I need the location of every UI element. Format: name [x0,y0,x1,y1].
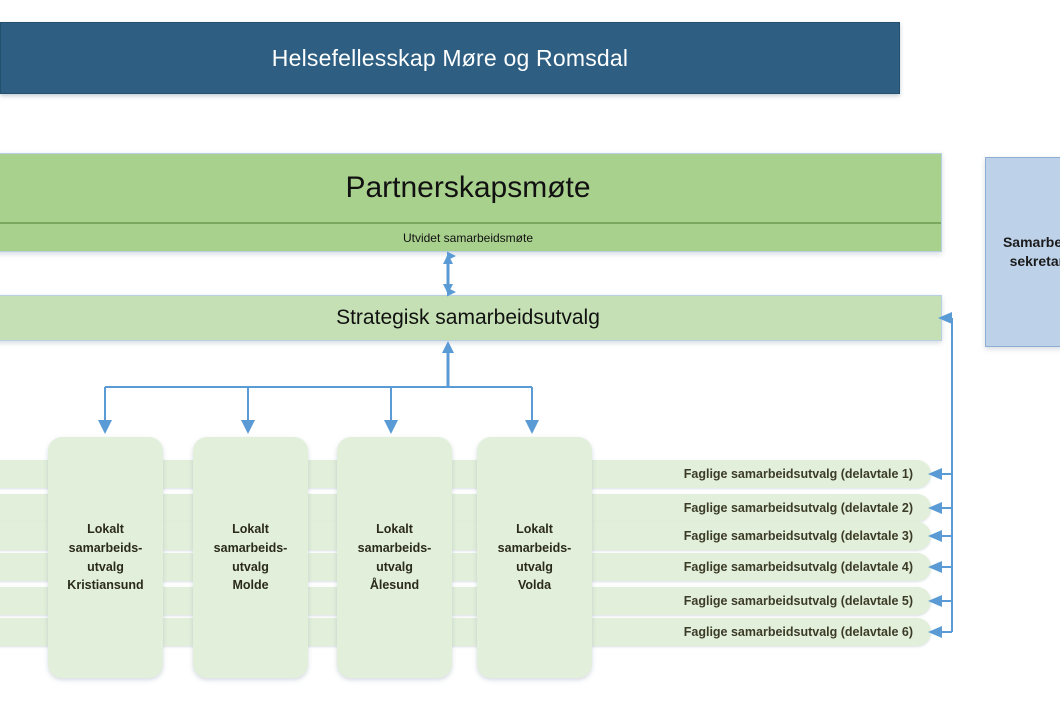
faglige-band-1-label: Faglige samarbeidsutvalg (delavtale 1) [683,467,913,481]
lokalt-samarbeidsutvalg-kristiansund: Lokalt samarbeids- utvalg Kristiansund [48,437,163,678]
connector-spine-to-band-1 [928,468,952,480]
faglige-band-6-label: Faglige samarbeidsutvalg (delavtale 6) [683,625,913,639]
faglige-band-4-label: Faglige samarbeidsutvalg (delavtale 4) [683,560,913,574]
faglige-band-3-label: Faglige samarbeidsutvalg (delavtale 3) [683,529,913,543]
title-banner-text: Helsefellesskap Møre og Romsdal [271,44,629,71]
connector-bus-to-strategisk [442,341,454,387]
partnerskapsmote-label: Partnerskapsmøte [345,171,591,204]
connector-spine-to-band-6 [928,626,952,638]
strategisk-samarbeidsutvalg-label: Strategisk samarbeidsutvalg [336,306,600,329]
connector-spine-to-band-3 [928,530,952,542]
lokalt-samarbeidsutvalg-volda: Lokalt samarbeids- utvalg Volda [477,437,592,678]
connector-spine-to-band-4 [928,561,952,573]
utvidet-samarbeidsmote-band: Utvidet samarbeidsmøte [0,222,941,251]
lokalt-samarbeidsutvalg-molde: Lokalt samarbeids- utvalg Molde [193,437,308,678]
samarbeidssekretariat-label-line1: Samarbeids- [1002,234,1060,251]
connector-bus-to-alesund [384,387,398,434]
lokalt-samarbeidsutvalg-kristiansund-label: Lokalt samarbeids- utvalg Kristiansund [67,522,144,593]
partnerskapsmote-block: Partnerskapsmøte Utvidet samarbeidsmøte [0,153,942,252]
samarbeidssekretariat-label-line2: sekretariat [1009,253,1060,269]
connector-bus-to-volda [525,387,539,434]
connector-spine-to-band-5 [928,595,952,607]
connector-bus-to-kristiansund [98,387,112,434]
strategisk-samarbeidsutvalg-bar: Strategisk samarbeidsutvalg [0,295,942,341]
faglige-band-5-label: Faglige samarbeidsutvalg (delavtale 5) [683,594,913,608]
faglige-band-2-label: Faglige samarbeidsutvalg (delavtale 2) [683,501,913,515]
lokalt-samarbeidsutvalg-alesund-label: Lokalt samarbeids- utvalg Ålesund [357,522,432,593]
title-banner: Helsefellesskap Møre og Romsdal [0,22,900,94]
samarbeidssekretariat-box: Samarbeids- sekretariat [985,157,1060,347]
lokalt-samarbeidsutvalg-alesund: Lokalt samarbeids- utvalg Ålesund [337,437,452,678]
lokalt-samarbeidsutvalg-molde-label: Lokalt samarbeids- utvalg Molde [213,522,288,593]
connector-bus-to-molde [241,387,255,434]
partnerskapsmote-main: Partnerskapsmøte [0,154,941,222]
connector-spine-to-band-2 [928,502,952,514]
connector-partnerskap-strategisk [443,251,456,297]
utvidet-samarbeidsmote-label: Utvidet samarbeidsmøte [402,230,534,245]
lokalt-samarbeidsutvalg-volda-label: Lokalt samarbeids- utvalg Volda [497,522,572,593]
